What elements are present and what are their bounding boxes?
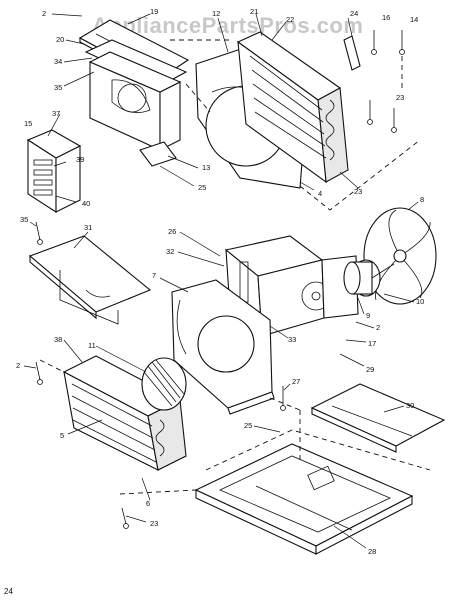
callout-10: 10 bbox=[416, 297, 424, 306]
callout-16: 16 bbox=[382, 13, 390, 22]
blower-scroll-housing bbox=[171, 279, 275, 415]
callout-23-a: 23 bbox=[396, 93, 404, 102]
callout-35-a: 35 bbox=[54, 83, 62, 92]
mounting-panel-31 bbox=[28, 235, 152, 325]
leader-lines bbox=[23, 13, 419, 549]
callout-2-b: 2 bbox=[376, 323, 380, 332]
callout-14: 14 bbox=[410, 15, 418, 24]
page-number: 24 bbox=[4, 587, 13, 596]
callout-labels: 2 19 12 21 22 24 16 14 20 34 35 37 15 39… bbox=[16, 7, 424, 556]
screws-middle bbox=[35, 221, 286, 529]
callout-7: 7 bbox=[152, 271, 156, 280]
callout-4: 4 bbox=[318, 189, 322, 198]
callout-25-b: 25 bbox=[244, 421, 252, 430]
fan-motor bbox=[343, 259, 395, 297]
condenser-coil bbox=[236, 31, 349, 184]
callout-29: 29 bbox=[366, 365, 374, 374]
callout-33: 33 bbox=[288, 335, 296, 344]
callout-23-c: 23 bbox=[150, 519, 158, 528]
callout-21: 21 bbox=[250, 7, 258, 16]
callout-24: 24 bbox=[350, 9, 358, 18]
rail-bracket-30 bbox=[310, 383, 446, 453]
callout-20: 20 bbox=[56, 35, 64, 44]
callout-11: 11 bbox=[88, 341, 96, 350]
callout-8: 8 bbox=[420, 195, 424, 204]
callout-19: 19 bbox=[150, 7, 158, 16]
callout-23-b: 23 bbox=[354, 187, 362, 196]
callout-31: 31 bbox=[84, 223, 92, 232]
bracket-24 bbox=[343, 35, 361, 71]
callout-40: 40 bbox=[82, 199, 90, 208]
callout-15: 15 bbox=[24, 119, 32, 128]
condenser-fan-blade bbox=[363, 207, 437, 305]
base-pan bbox=[194, 443, 414, 555]
callout-30: 30 bbox=[406, 401, 414, 410]
callout-27: 27 bbox=[292, 377, 300, 386]
callout-6: 6 bbox=[146, 499, 150, 508]
callout-39: 39 bbox=[76, 155, 84, 164]
assembly-guides-base bbox=[39, 359, 431, 495]
small-plate-13 bbox=[139, 141, 177, 167]
callout-5: 5 bbox=[60, 431, 64, 440]
callout-37: 37 bbox=[52, 109, 60, 118]
left-shroud-box bbox=[88, 51, 182, 151]
control-bracket bbox=[26, 129, 82, 214]
callout-9: 9 bbox=[366, 311, 370, 320]
callout-28: 28 bbox=[368, 547, 376, 556]
callout-17: 17 bbox=[368, 339, 376, 348]
callout-32: 32 bbox=[166, 247, 174, 256]
callout-35-b: 35 bbox=[20, 215, 28, 224]
callout-2-a: 2 bbox=[42, 9, 46, 18]
callout-13: 13 bbox=[202, 163, 210, 172]
callout-26: 26 bbox=[168, 227, 176, 236]
callout-22: 22 bbox=[286, 15, 294, 24]
callout-25-a: 25 bbox=[198, 183, 206, 192]
callout-2-c: 2 bbox=[16, 361, 20, 370]
callout-34: 34 bbox=[54, 57, 62, 66]
callout-38: 38 bbox=[54, 335, 62, 344]
callout-12: 12 bbox=[212, 9, 220, 18]
screws-top-right bbox=[367, 30, 405, 133]
assembly-guides-top bbox=[170, 39, 421, 211]
blower-wheel bbox=[141, 357, 187, 411]
